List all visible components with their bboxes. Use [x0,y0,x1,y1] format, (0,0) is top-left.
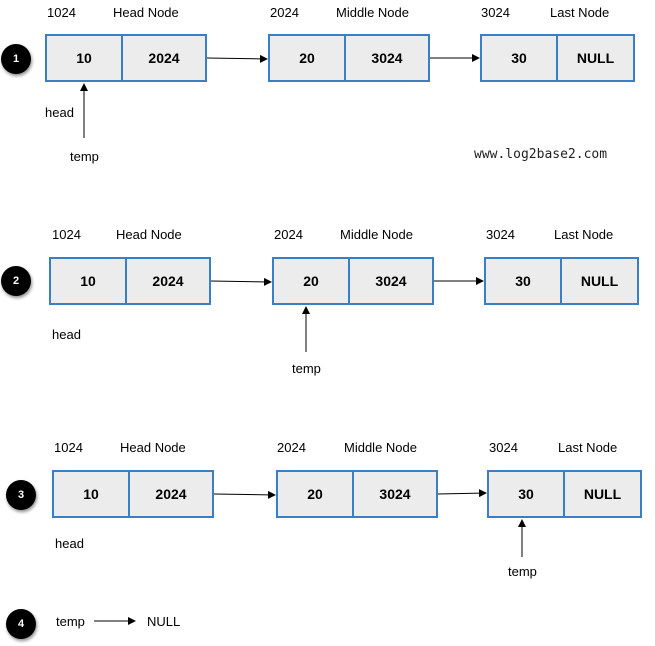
middle-node-next-2: 3024 [348,259,432,303]
address-middle-node-3: 2024 [277,440,306,455]
head-node-data-2: 10 [80,273,96,289]
head-label-1: head [45,105,74,120]
link-arrow-3b [437,489,487,498]
head-label-2: head [52,327,81,342]
link-arrow-3a [213,490,276,499]
head-node-2: 10 2024 [49,257,211,305]
watermark: www.log2base2.com [474,147,608,162]
middle-node-3: 20 3024 [276,470,438,518]
temp-label-2: temp [292,361,321,376]
middle-node-next-3: 3024 [352,472,436,516]
middle-node-data-3: 20 [307,486,323,502]
address-head-node-1: 1024 [47,5,76,20]
title-head-node-2: Head Node [116,227,182,242]
address-head-node-2: 1024 [52,227,81,242]
last-node-1: 30 NULL [480,34,635,82]
last-node-data-2: 30 [515,273,531,289]
temp-label-1: temp [70,149,99,164]
last-node-2: 30 NULL [484,257,639,305]
middle-node-1: 20 3024 [268,34,430,82]
temp-label-3: temp [508,564,537,579]
middle-node-2: 20 3024 [272,257,434,305]
address-middle-node-1: 2024 [270,5,299,20]
address-last-node-3: 3024 [489,440,518,455]
title-head-node-3: Head Node [120,440,186,455]
last-node-data-3: 30 [518,486,534,502]
middle-node-next-1: 3024 [344,36,428,80]
address-last-node-2: 3024 [486,227,515,242]
step-badge-1: 1 [1,44,31,74]
title-last-node-2: Last Node [554,227,614,242]
address-last-node-1: 3024 [481,5,510,20]
head-node-next-2: 2024 [125,259,209,303]
link-arrow-2a [210,277,272,286]
head-node-next-1: 2024 [121,36,205,80]
title-last-node-1: Last Node [550,5,610,20]
address-head-node-3: 1024 [54,440,83,455]
title-head-node-1: Head Node [113,5,179,20]
last-node-next-1: NULL [556,36,633,80]
step-badge-3: 3 [6,480,36,510]
link-arrow-1a [206,54,268,63]
head-label-3: head [55,536,84,551]
temp-label-4: temp [56,614,85,629]
title-middle-node-2: Middle Node [340,227,413,242]
null-label-4: NULL [147,614,181,629]
step-badge-4: 4 [6,609,36,639]
head-node-data-3: 10 [83,486,99,502]
title-middle-node-3: Middle Node [344,440,417,455]
last-node-data-1: 30 [511,50,527,66]
address-middle-node-2: 2024 [274,227,303,242]
last-node-next-2: NULL [560,259,637,303]
last-node-next-3: NULL [563,472,640,516]
step-badge-2: 2 [1,266,31,296]
title-last-node-3: Last Node [558,440,618,455]
middle-node-data-1: 20 [299,50,315,66]
middle-node-data-2: 20 [303,273,319,289]
head-node-3: 10 2024 [52,470,214,518]
title-middle-node-1: Middle Node [336,5,409,20]
head-node-1: 10 2024 [45,34,207,82]
last-node-3: 30 NULL [487,470,642,518]
head-node-data-1: 10 [76,50,92,66]
head-node-next-3: 2024 [128,472,212,516]
